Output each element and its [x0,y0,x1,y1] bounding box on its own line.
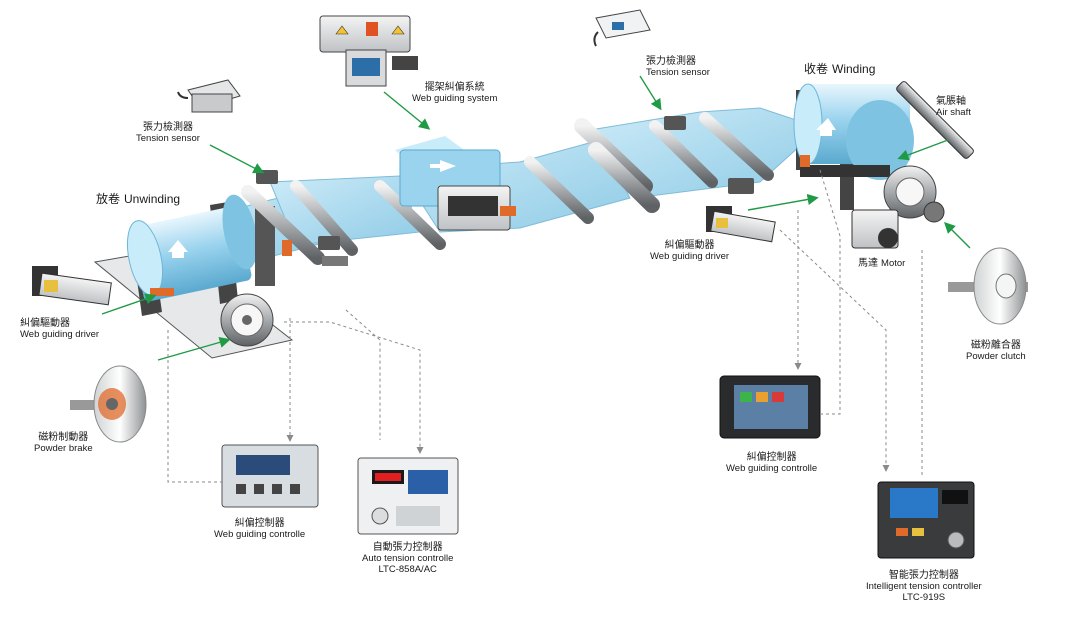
label-web-guiding-controller-left: 糾偏控制器 Web guiding controlle [214,518,306,540]
unwind-direction-icon [168,240,188,258]
powder-clutch-icon [948,247,1028,325]
label-air-shaft: 氣脹軸 Air shaft [936,96,971,118]
auto-tension-controller-icon [357,457,459,535]
intelligent-tension-controller-icon [877,481,975,559]
label-auto-tension-controller: 自動張力控制器 Auto tension controlle LTC-858A/… [362,542,454,575]
wind-direction-icon [816,118,836,136]
label-web-guiding-controller-right: 糾偏控制器 Web guiding controlle [726,452,818,474]
winding-station [793,83,945,249]
tension-sensor-right-icon [593,9,651,47]
web-guiding-controller-right-icon [719,375,821,439]
label-tension-sensor-left: 張力檢測器 Tension sensor [136,122,200,144]
label-tension-sensor-right: 張力檢測器 Tension sensor [646,56,710,78]
unwinding-station [93,194,294,359]
green-arrows [101,75,971,361]
idler-rollers-left [241,170,446,266]
web-guiding-driver-left-icon [32,266,112,306]
label-powder-brake: 磁粉制動器 Powder brake [34,432,93,454]
powder-brake-icon [70,365,147,443]
label-web-guiding-driver-right: 糾偏驅動器 Web guiding driver [650,240,730,262]
air-shaft-icon [896,81,974,159]
guiding-direction-icon [430,160,456,172]
label-powder-clutch: 磁粉離合器 Powder clutch [966,340,1026,362]
web-guiding-controller-left-icon [221,444,319,508]
idler-rollers-middle [524,112,774,224]
label-web-guiding-driver-left: 糾偏驅動器 Web guiding driver [20,318,100,340]
web-guiding-driver-right-icon [706,206,776,243]
tension-sensor-left-icon [177,79,241,113]
label-motor: 馬達 Motor [858,258,906,269]
label-intelligent-tension-controller: 智能張力控制器 Intelligent tension controller L… [866,570,982,603]
dashed-connections [167,169,923,483]
label-web-guiding-system: 擺架糾偏系統 Web guiding system [412,82,498,104]
web-guiding-box [395,136,516,231]
web-guiding-system-icon [319,15,418,87]
